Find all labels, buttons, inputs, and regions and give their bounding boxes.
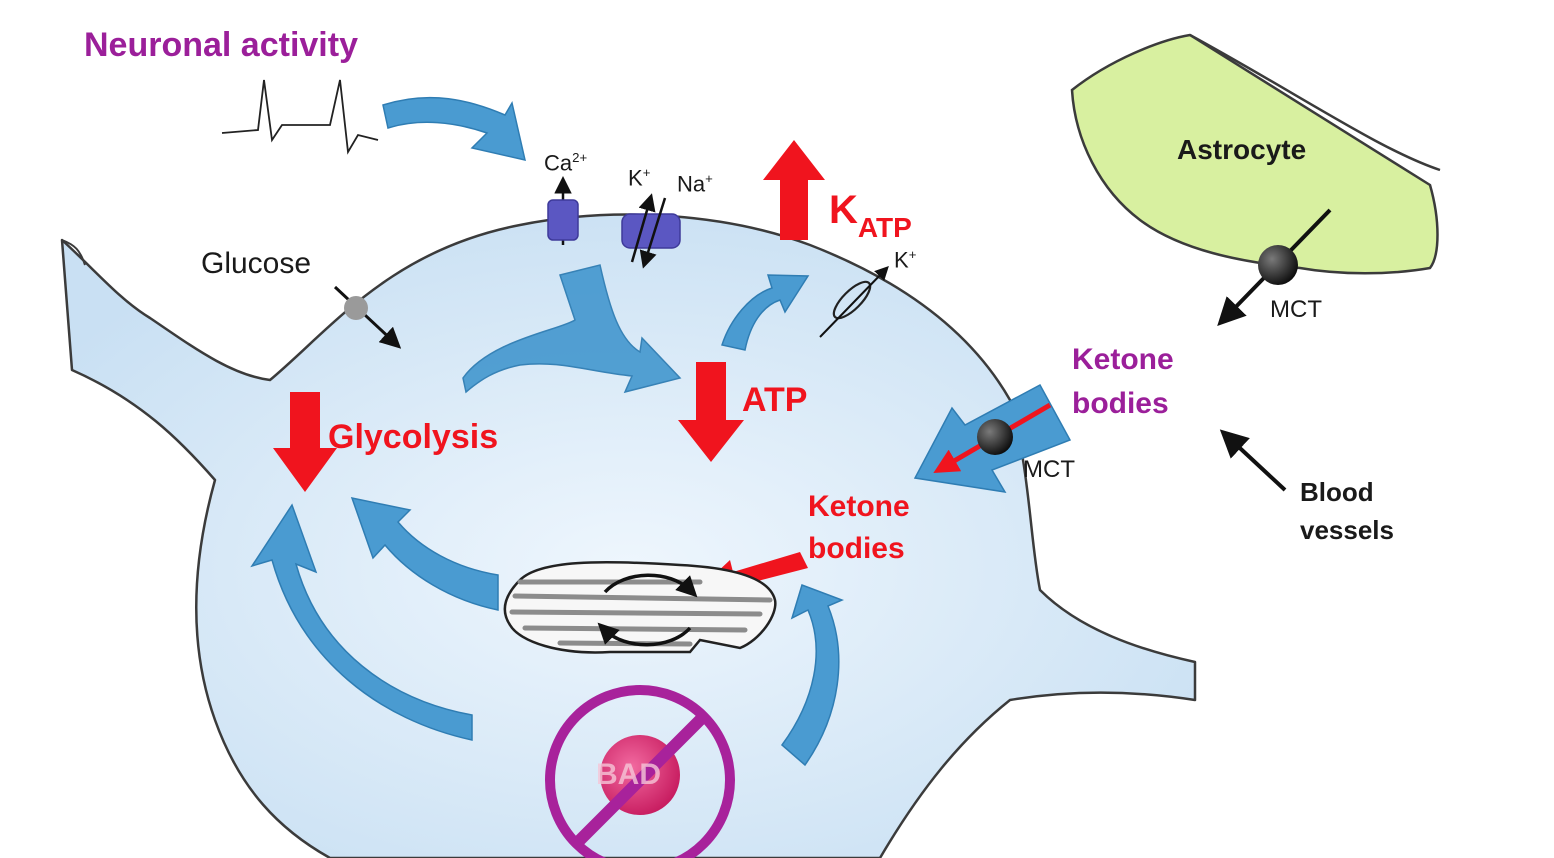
neuron-mct-label: MCT <box>1023 456 1075 483</box>
na-charge: + <box>705 171 713 186</box>
atp-label: ATP <box>742 381 808 419</box>
k-efflux-label: K+ <box>894 248 916 271</box>
ketone-bodies-outside-label: Ketone bodies <box>1072 338 1174 426</box>
ketone-inside-line2: bodies <box>808 532 905 565</box>
na-ion-label: Na+ <box>677 172 713 195</box>
k-symbol: K <box>628 165 643 191</box>
katp-subscript: ATP <box>857 212 912 243</box>
astrocyte-cell <box>1070 33 1439 275</box>
ca-channel <box>547 199 579 241</box>
channels-to-atp-blue-arrow <box>462 264 682 394</box>
no-bad-sign <box>545 685 735 858</box>
na-flux-arrow <box>639 197 667 269</box>
k-charge: + <box>642 165 651 180</box>
ca-charge: 2+ <box>572 150 588 165</box>
katp-label: KATP <box>829 188 912 242</box>
glucose-label: Glucose <box>201 247 312 280</box>
k-flux-arrow <box>630 193 656 263</box>
astrocyte-mct-transporter <box>1258 245 1298 285</box>
action-potential-trace <box>221 79 379 155</box>
ketone-bodies-inside-label: Ketone bodies <box>808 486 910 570</box>
neuron-mct-transporter <box>977 419 1013 455</box>
atp-decrease-arrow <box>678 362 744 462</box>
katp-channel <box>832 280 872 320</box>
k-out-symbol: K <box>894 247 909 273</box>
ketone-outside-line1: Ketone <box>1072 343 1174 376</box>
left-cycle-blue-arrow <box>250 503 473 741</box>
ca-symbol: Ca <box>544 150 573 176</box>
blood-vessels-label: Blood vessels <box>1300 473 1394 549</box>
na-symbol: Na <box>677 171 706 197</box>
dendrite-edge <box>61 239 86 266</box>
k-ion-label: K+ <box>628 166 650 189</box>
k-out-charge: + <box>908 247 917 262</box>
activity-blue-arrow <box>382 96 526 161</box>
glycolysis-decrease-arrow <box>273 392 337 492</box>
ketone-outside-line2: bodies <box>1072 387 1169 420</box>
blood-vessels-arrow <box>1219 429 1287 492</box>
blood-vessels-line1: Blood <box>1300 477 1374 507</box>
katp-k: K <box>829 188 858 232</box>
blood-vessels-line2: vessels <box>1300 515 1394 545</box>
bad-badge-label: BAD <box>596 758 661 791</box>
glycolysis-label: Glycolysis <box>328 418 499 456</box>
mitochondria-to-glycolysis-blue-arrow <box>350 496 499 611</box>
ca-ion-label: Ca2+ <box>544 151 587 174</box>
katp-increase-arrow <box>763 140 825 240</box>
neuron-cell-body <box>60 213 1197 858</box>
ketone-inside-line1: Ketone <box>808 490 910 523</box>
astrocyte-label: Astrocyte <box>1177 134 1307 165</box>
atp-to-katp-blue-arrow <box>721 274 810 351</box>
neuronal-activity-label: Neuronal activity <box>84 26 358 64</box>
astrocyte-mct-label: MCT <box>1270 296 1322 323</box>
glucose-transporter <box>344 296 368 320</box>
mitochondrion <box>503 560 777 654</box>
right-cycle-blue-arrow <box>780 584 845 767</box>
astrocyte-edge <box>1189 33 1441 172</box>
na-k-pump <box>621 213 681 249</box>
k-efflux-arrow <box>819 265 889 338</box>
